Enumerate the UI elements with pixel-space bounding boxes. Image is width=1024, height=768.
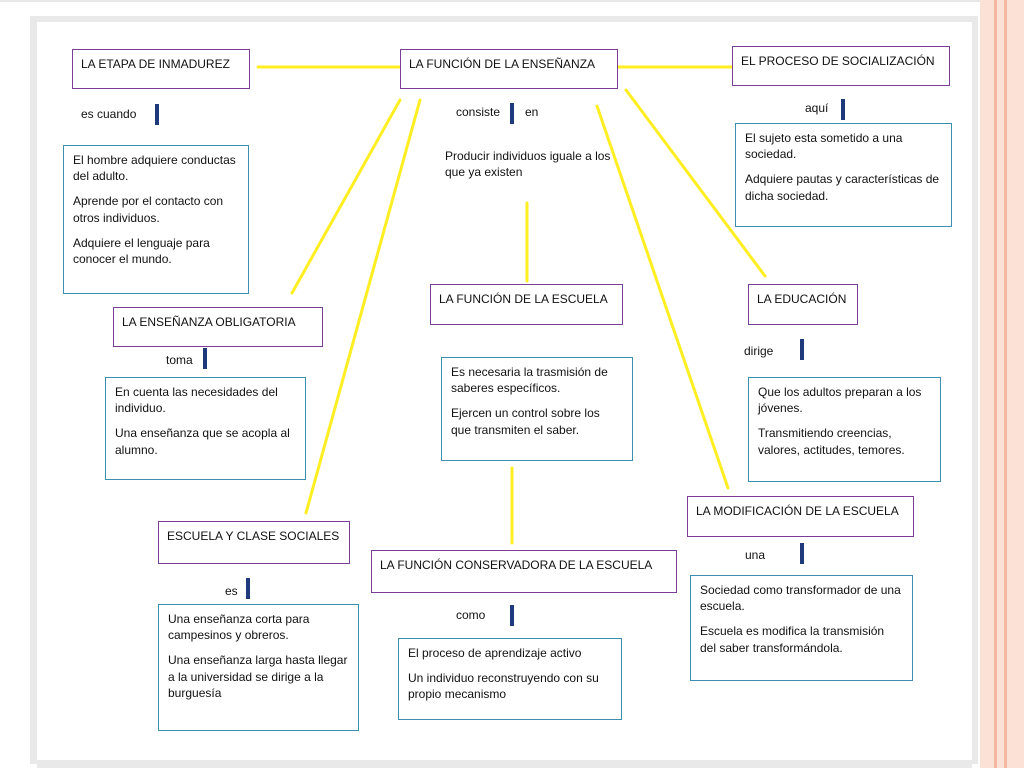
connector-toma: toma [166,353,193,367]
detail-text: El proceso de aprendizaje activo [408,646,582,660]
detail-text: Aprende por el contacto con otros indivi… [73,194,224,225]
detail-text: Transmitiendo creencias, valores, actitu… [758,426,905,457]
connector-bar [510,103,514,124]
border-stripe [1004,0,1007,768]
title-proceso-socializacion: EL PROCESO DE SOCIALIZACIÓN [732,46,950,86]
connector-como: como [456,608,486,622]
connector-bar [155,104,159,125]
detail-text: Escuela es modifica la transmisión del s… [700,624,885,655]
connector-bar [246,578,250,599]
connector-es-cuando: es cuando [81,107,137,121]
connector-bar [510,605,514,626]
detail-obligatoria: En cuenta las necesidades del individuo.… [105,377,306,480]
detail-text: Que los adultos preparan a los jóvenes. [758,385,922,416]
title-etapa-inmadurez: LA ETAPA DE INMADUREZ [72,49,250,89]
detail-text: Adquiere el lenguaje para conocer el mun… [73,235,210,266]
connector-es: es [225,584,238,598]
line-ensenanza-modificacion [595,104,730,490]
detail-text: Una enseñanza larga hasta llegar a la un… [168,653,348,700]
title-funcion-conservadora: LA FUNCIÓN CONSERVADORA DE LA ESCUELA [371,550,677,593]
detail-text: El sujeto esta sometido a una sociedad. [745,131,903,162]
detail-text: Sociedad como transformador de una escue… [700,583,901,614]
detail-clases-sociales: Una enseñanza corta para campesinos y ob… [158,604,359,731]
detail-text: En cuenta las necesidades del individuo. [115,385,278,416]
bottom-strip [37,760,972,768]
connector-bar [203,348,207,369]
border-stripe [994,0,997,768]
detail-escuela: Es necesaria la trasmisión de saberes es… [441,357,633,461]
line-ensenanza-obligatoria [290,98,402,295]
detail-text: Un individuo reconstruyendo con su propi… [408,671,599,702]
detail-producir-individuos: Producir individuos iguale a los que ya … [445,149,611,180]
slide-side-border [980,0,1024,768]
title-funcion-ensenanza: LA FUNCIÓN DE LA ENSEÑANZA [400,49,618,89]
title-ensenanza-obligatoria: LA ENSEÑANZA OBLIGATORIA [113,307,323,347]
detail-conservadora: El proceso de aprendizaje activo Un indi… [398,638,622,720]
connector-consiste: consiste [456,105,501,119]
connector-bar [800,339,804,360]
connector-aqui: aquí [805,101,829,115]
detail-text: Adquiere pautas y características de dic… [745,172,940,203]
detail-text: Una enseñanza corta para campesinos y ob… [168,612,310,643]
detail-text: Es necesaria la trasmisión de saberes es… [451,365,608,396]
detail-educacion: Que los adultos preparan a los jóvenes. … [748,377,941,482]
title-modificacion-escuela: LA MODIFICACIÓN DE LA ESCUELA [687,496,914,537]
connector-dirige: dirige [744,344,774,358]
detail-inmadurez: El hombre adquiere conductas del adulto.… [63,145,249,294]
detail-modificacion: Sociedad como transformador de una escue… [690,575,913,681]
detail-text: Una enseñanza que se acopla al alumno. [115,426,290,457]
title-funcion-escuela: LA FUNCIÓN DE LA ESCUELA [430,284,623,325]
detail-socializacion: El sujeto esta sometido a una sociedad. … [735,123,952,227]
connector-bar [841,99,845,120]
connector-bar [800,543,804,564]
detail-text: Ejercen un control sobre los que transmi… [451,406,600,437]
top-edge [0,0,1024,2]
line-ensenanza-clases [304,98,422,515]
connector-una: una [745,548,766,562]
line-ensenanza-educacion [624,88,767,278]
title-educacion: LA EDUCACIÓN [748,284,858,325]
title-escuela-clases-sociales: ESCUELA Y CLASE SOCIALES [158,521,350,564]
connector-en: en [525,105,539,119]
detail-text: El hombre adquiere conductas del adulto. [73,153,236,184]
